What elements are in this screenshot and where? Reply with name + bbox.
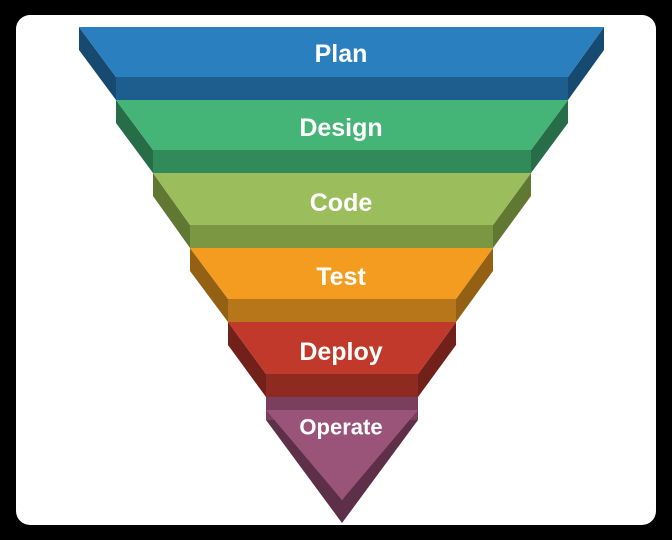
stage-deploy: Deploy — [228, 322, 456, 397]
stage-operate-face — [266, 410, 418, 500]
stage-test: Test — [190, 248, 493, 322]
funnel-diagram: Plan Design Code — [79, 27, 604, 523]
stage-plan-label: Plan — [315, 40, 368, 68]
stage-design: Design — [116, 100, 568, 173]
stage-code-label: Code — [310, 189, 373, 217]
stage-design-label: Design — [299, 114, 382, 142]
stage-design-face — [116, 100, 568, 150]
stage-design-band — [153, 150, 531, 173]
stage-plan: Plan — [79, 27, 604, 100]
stage-deploy-band — [266, 374, 418, 397]
stage-deploy-side-right — [418, 322, 456, 397]
stage-deploy-face — [228, 322, 456, 374]
stage-design-side-right — [531, 100, 568, 173]
diagram-card: Plan Design Code — [16, 15, 656, 525]
stage-operate-label: Operate — [299, 415, 382, 440]
stage-deploy-side-left — [228, 322, 266, 397]
stage-test-face — [190, 248, 493, 299]
stage-code: Code — [153, 173, 531, 248]
stage-test-label: Test — [316, 263, 366, 291]
stage-test-side-left — [190, 248, 228, 322]
stage-code-face — [153, 173, 531, 225]
stage-code-band — [190, 225, 493, 248]
stage-test-band — [228, 299, 456, 322]
stage-plan-side-left — [79, 27, 116, 100]
stage-test-side-right — [456, 248, 493, 322]
stage-code-side-left — [153, 173, 190, 248]
stage-plan-band — [116, 77, 568, 100]
stage-plan-face — [79, 27, 604, 77]
stage-deploy-label: Deploy — [299, 338, 382, 366]
stage-code-side-right — [493, 173, 531, 248]
stage-plan-side-right — [568, 27, 604, 100]
stage-operate: Operate — [266, 397, 418, 523]
stage-design-side-left — [116, 100, 153, 173]
